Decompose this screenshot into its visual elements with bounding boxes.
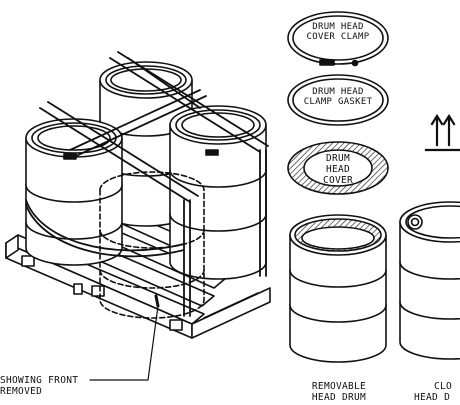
closed-drum-label-line2: HEAD D xyxy=(414,392,451,403)
cutaway-note-line1: SHOWING FRONT xyxy=(0,375,79,386)
closed-head-drum xyxy=(399,201,460,360)
cover-clamp-label: DRUM HEAD COVER CLAMP xyxy=(290,22,386,42)
cutaway-leader xyxy=(89,294,160,381)
cutaway-note-line2: REMOVED xyxy=(0,386,43,397)
removable-drum-label-line1: REMOVABLE xyxy=(311,381,367,392)
clamp-gasket xyxy=(287,74,389,126)
removable-head-drum xyxy=(289,214,387,363)
cover-clamp-ring xyxy=(287,11,389,67)
cover-clamp-label-line1: DRUM HEAD xyxy=(312,22,364,32)
head-cover-label-line2: HEAD xyxy=(325,164,351,175)
steel-strapping xyxy=(25,51,269,317)
closed-drum-label-line1: CLO xyxy=(434,381,453,392)
head-cover-label-line1: DRUM xyxy=(325,153,351,164)
head-cover-label: DRUM HEAD COVER xyxy=(308,153,368,186)
head-cover-label-line3: COVER xyxy=(322,175,354,186)
drum-head-cover xyxy=(287,141,389,195)
removable-drum-label-line2: HEAD DRUM xyxy=(311,392,367,403)
closed-drum-label: CLO HEAD D xyxy=(414,381,452,403)
clamp-gasket-label-line1: DRUM HEAD xyxy=(312,87,364,97)
up-arrows-icon xyxy=(424,113,460,152)
clamp-gasket-label-line2: CLAMP GASKET xyxy=(303,97,373,107)
cover-clamp-label-line2: COVER CLAMP xyxy=(306,32,370,42)
drum-front-cutaway xyxy=(99,171,205,319)
removable-drum-label: REMOVABLE HEAD DRUM xyxy=(294,381,384,403)
clamp-gasket-label: DRUM HEAD CLAMP GASKET xyxy=(290,87,386,107)
cutaway-note-label: SHOWING FRONT REMOVED xyxy=(0,375,78,397)
